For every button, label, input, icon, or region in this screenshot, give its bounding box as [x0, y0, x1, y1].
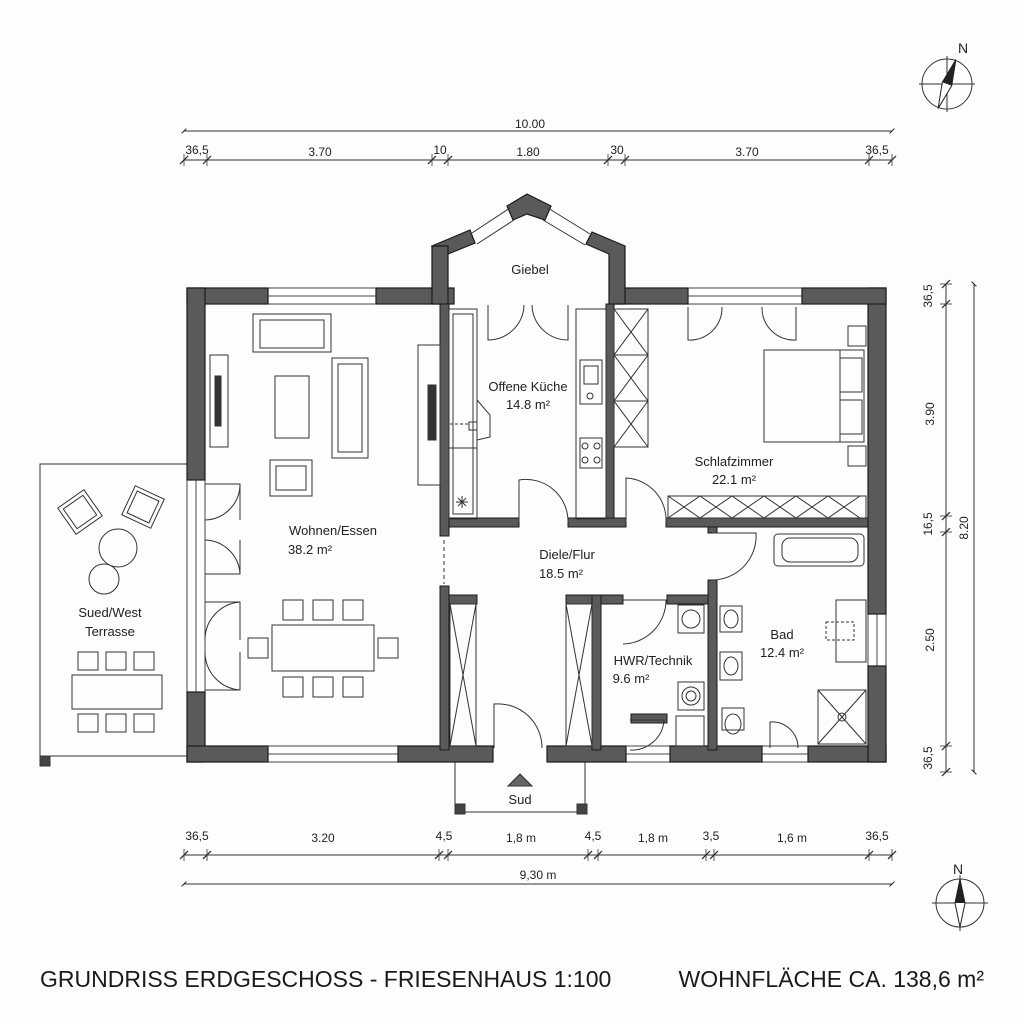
room-label-hwr: HWR/Technik — [614, 653, 693, 668]
drawing-title: GRUNDRISS ERDGESCHOSS - FRIESENHAUS 1:10… — [40, 966, 611, 992]
dimension-lines — [181, 128, 977, 887]
dim-top-seg: 36,5 — [185, 143, 209, 157]
dimension-ticks — [179, 154, 952, 861]
dim-top-seg: 30 — [610, 143, 624, 157]
room-area-kueche: 14.8 m² — [506, 397, 551, 412]
north-arrow-icon: N — [919, 40, 975, 112]
side-table — [98, 528, 138, 568]
terrace-table — [71, 651, 163, 733]
room-label-wohnen: Wohnen/Essen — [289, 523, 377, 538]
dim-top-seg: 3.70 — [308, 145, 332, 159]
bay-windows — [471, 207, 591, 246]
lounge-chair — [121, 485, 165, 529]
room-label-diele: Diele/Flur — [539, 547, 595, 562]
dim-top-seg: 1.80 — [516, 145, 540, 159]
terrace-label: Terrasse — [85, 624, 135, 639]
dim-bottom-seg: 4,5 — [436, 829, 453, 843]
furniture — [209, 308, 867, 747]
dim-top-overall: 10.00 — [515, 117, 545, 131]
room-label-kueche: Offene Küche — [488, 379, 567, 394]
room-label-giebel: Giebel — [511, 262, 549, 277]
doors — [204, 304, 799, 751]
dim-bottom-seg: 1,6 m — [777, 831, 807, 845]
side-table — [88, 563, 120, 595]
dim-right-seg: 16,5 — [921, 512, 935, 536]
room-label-bad: Bad — [770, 627, 793, 642]
entrance-label: Sud — [508, 792, 531, 807]
dim-right-seg: 2.50 — [923, 628, 937, 652]
entrance — [454, 762, 588, 815]
dim-right-overall: 8.20 — [957, 516, 971, 540]
north-label: N — [953, 861, 963, 877]
north-arrow-icon: N — [932, 861, 988, 931]
room-area-hwr: 9.6 m² — [613, 671, 651, 686]
dim-bottom-seg: 36,5 — [865, 829, 889, 843]
exterior-walls — [186, 193, 887, 763]
dim-bottom-seg: 1,8 m — [638, 831, 668, 845]
terrace-label: Sued/West — [78, 605, 142, 620]
interior-walls — [439, 303, 869, 751]
room-label-schlaf: Schlafzimmer — [695, 454, 774, 469]
room-area-diele: 18.5 m² — [539, 566, 584, 581]
terrace — [39, 463, 187, 767]
room-area-wohnen: 38.2 m² — [288, 542, 333, 557]
dim-bottom-overall: 9,30 m — [520, 868, 557, 882]
dim-bottom-seg: 4,5 — [585, 829, 602, 843]
dim-right-seg: 3.90 — [923, 402, 937, 426]
dim-right-seg: 36,5 — [921, 746, 935, 770]
dim-bottom-seg: 3,5 — [703, 829, 720, 843]
room-area-bad: 12.4 m² — [760, 645, 805, 660]
living-area-summary: WOHNFLÄCHE CA. 138,6 m² — [679, 966, 985, 992]
dim-top-seg: 10 — [433, 143, 447, 157]
dim-right-seg: 36,5 — [921, 284, 935, 308]
dim-bottom-seg: 1,8 m — [506, 831, 536, 845]
north-label: N — [958, 40, 968, 56]
dim-bottom-seg: 3.20 — [311, 831, 335, 845]
dim-top-seg: 3.70 — [735, 145, 759, 159]
lounge-chair — [57, 489, 103, 535]
room-area-schlaf: 22.1 m² — [712, 472, 757, 487]
dim-top-seg: 36,5 — [865, 143, 889, 157]
dim-bottom-seg: 36,5 — [185, 829, 209, 843]
